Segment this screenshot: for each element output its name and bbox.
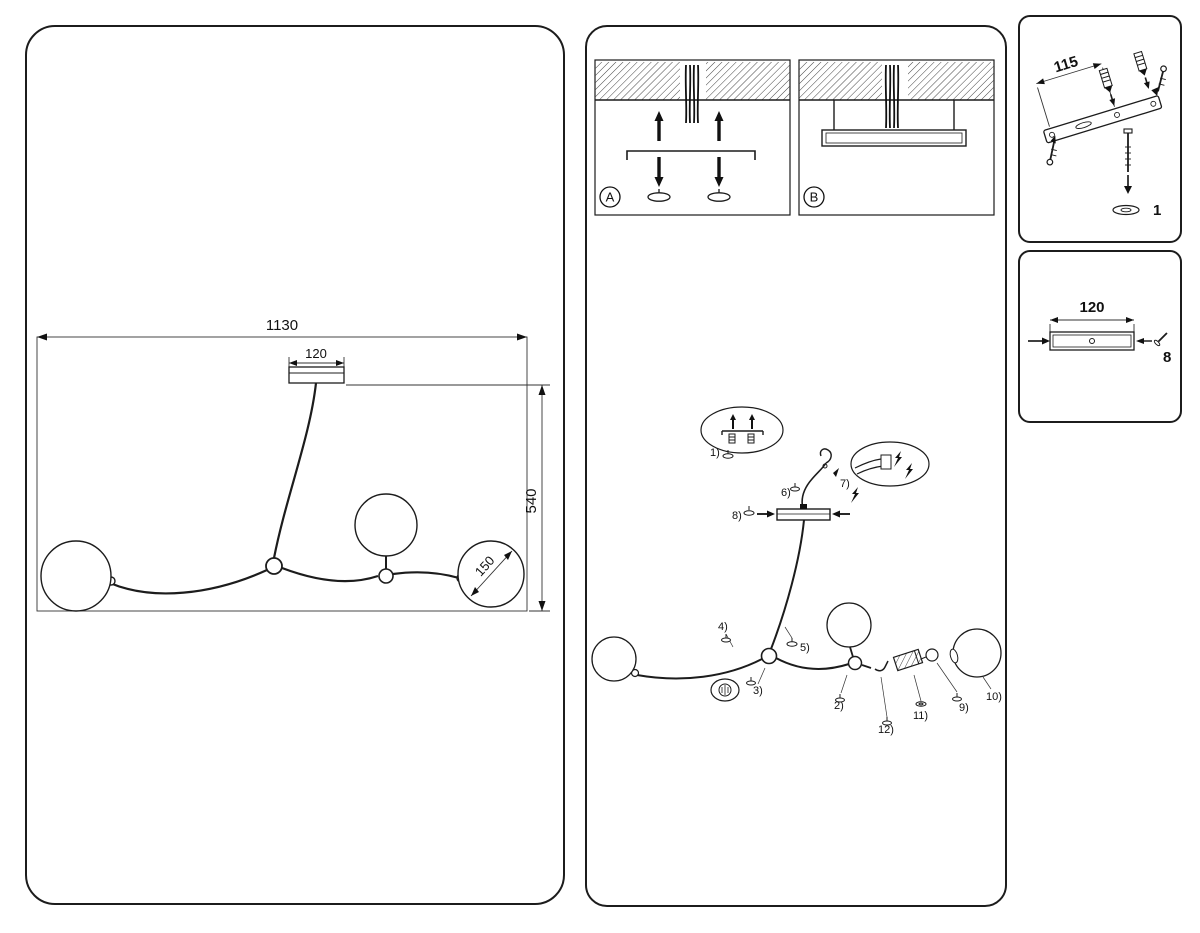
part-3-screw-icon (746, 677, 756, 686)
canopy-bracket-panel: 120 8 (1018, 250, 1182, 423)
mid-joint (378, 568, 394, 584)
bracket-assembly: 115 (1036, 50, 1167, 166)
stem (272, 382, 318, 559)
deco-cap (1112, 204, 1140, 216)
part-4-label: 4) (718, 621, 728, 633)
hook-arrow (833, 468, 839, 477)
dim-plate-width-label: 120 (1079, 299, 1104, 316)
part-9-label: 9) (959, 702, 969, 714)
wires-b (884, 64, 900, 129)
detail-bubble-joint (710, 678, 740, 702)
part-6-label: 6) (781, 487, 791, 499)
left-glass-sphere (591, 636, 637, 682)
canopy-bracket-drawing: 120 8 (1028, 299, 1171, 366)
mid-glass-sphere (826, 602, 872, 648)
part-11-washer-icon (915, 701, 927, 707)
dim-height-label: 540 (523, 488, 540, 513)
bracket-plate (1043, 95, 1163, 144)
dimension-lines (36, 336, 550, 612)
lightning-icon (851, 487, 859, 503)
mounting-bracket-panel: 115 (1018, 15, 1182, 243)
canopy-bracket-plate (1049, 331, 1135, 351)
lamp-socket (892, 648, 924, 672)
detail-bubble-bracket (700, 406, 784, 454)
left-insert-arrow (1028, 337, 1050, 345)
mounting-bar-a (626, 150, 756, 160)
canopy-bar (757, 504, 850, 521)
mid-glass-sphere (354, 493, 418, 557)
left-arm (109, 568, 268, 595)
spec-drawing-panel: 1130 120 540 150 (25, 25, 565, 905)
mounting-bracket-drawing: 115 (1036, 50, 1167, 219)
part-1-screw-icon (722, 450, 734, 459)
dim-total-width-label: 1130 (266, 317, 298, 334)
part-8-screw-icon (743, 506, 755, 516)
part-12-screw-icon (882, 717, 892, 726)
socket-chain (874, 628, 1002, 678)
part-12-label: 12) (878, 724, 894, 736)
mounting-screw (1151, 65, 1167, 96)
part-5-screw-icon (786, 638, 798, 647)
screw-up-arrows-a (654, 111, 724, 141)
right-arm-2 (392, 571, 460, 580)
part-7-label: 7) (840, 478, 850, 490)
mount-option-b: B (798, 59, 995, 216)
right-glass-sphere (952, 628, 1002, 678)
part-2-screw-icon (835, 694, 845, 703)
part-11-label: 11) (913, 710, 928, 722)
assembly-drawing: A B (591, 59, 1002, 736)
center-screw (1123, 128, 1133, 194)
wall-anchor (1133, 50, 1150, 89)
option-b-label: B (810, 190, 819, 205)
center-joint (760, 647, 778, 665)
part-1-label: 1) (710, 447, 720, 459)
wires-a (684, 64, 700, 124)
dim-bracket-holes-label: 115 (1052, 53, 1080, 76)
plate-dim-lines (1049, 319, 1135, 332)
part-3-label: 3) (753, 685, 763, 697)
lightning-icon (905, 463, 913, 479)
part-5-label: 5) (800, 642, 810, 654)
part-4-screw-icon (721, 634, 731, 643)
cable-and-hook (801, 448, 832, 510)
exploded-assembly: 1) 7) 6) (591, 406, 1002, 736)
mounting-screw (1046, 135, 1057, 166)
spec-drawing: 1130 120 540 150 (36, 317, 550, 612)
option-a-badge (599, 186, 621, 208)
fixture-exploded (591, 519, 872, 682)
leader-lines (725, 626, 992, 718)
part-9-screw-icon (952, 693, 962, 702)
mount-option-a: A (594, 59, 791, 216)
part-10-label: 10) (986, 691, 1002, 703)
deco-screws-a (647, 189, 731, 202)
part-6-screw-icon (790, 483, 800, 492)
ceiling-canopy (288, 366, 345, 384)
down-arrows-a (654, 157, 724, 187)
wall-anchor (1098, 67, 1116, 106)
lightning-icon (894, 451, 902, 467)
assembly-instructions-panel: A B (585, 25, 1007, 907)
left-glass-sphere (40, 540, 112, 612)
detail-bubble-wiring (850, 441, 930, 487)
part-1-callout: 1 (1153, 202, 1161, 219)
option-a-label: A (606, 190, 615, 205)
part-8-callout: 8 (1163, 349, 1171, 366)
part-2-label: 2) (834, 700, 844, 712)
center-joint (265, 557, 283, 575)
canopy-plate-b (821, 129, 967, 147)
dim-canopy-width-label: 120 (305, 346, 327, 361)
fixture-drawing (40, 366, 525, 612)
part-8-label: 8) (732, 510, 742, 522)
bulb (925, 648, 939, 662)
option-b-badge (803, 186, 825, 208)
mid-joint (847, 655, 863, 671)
right-arm-1 (281, 566, 379, 583)
right-insert-screw (1136, 332, 1168, 347)
